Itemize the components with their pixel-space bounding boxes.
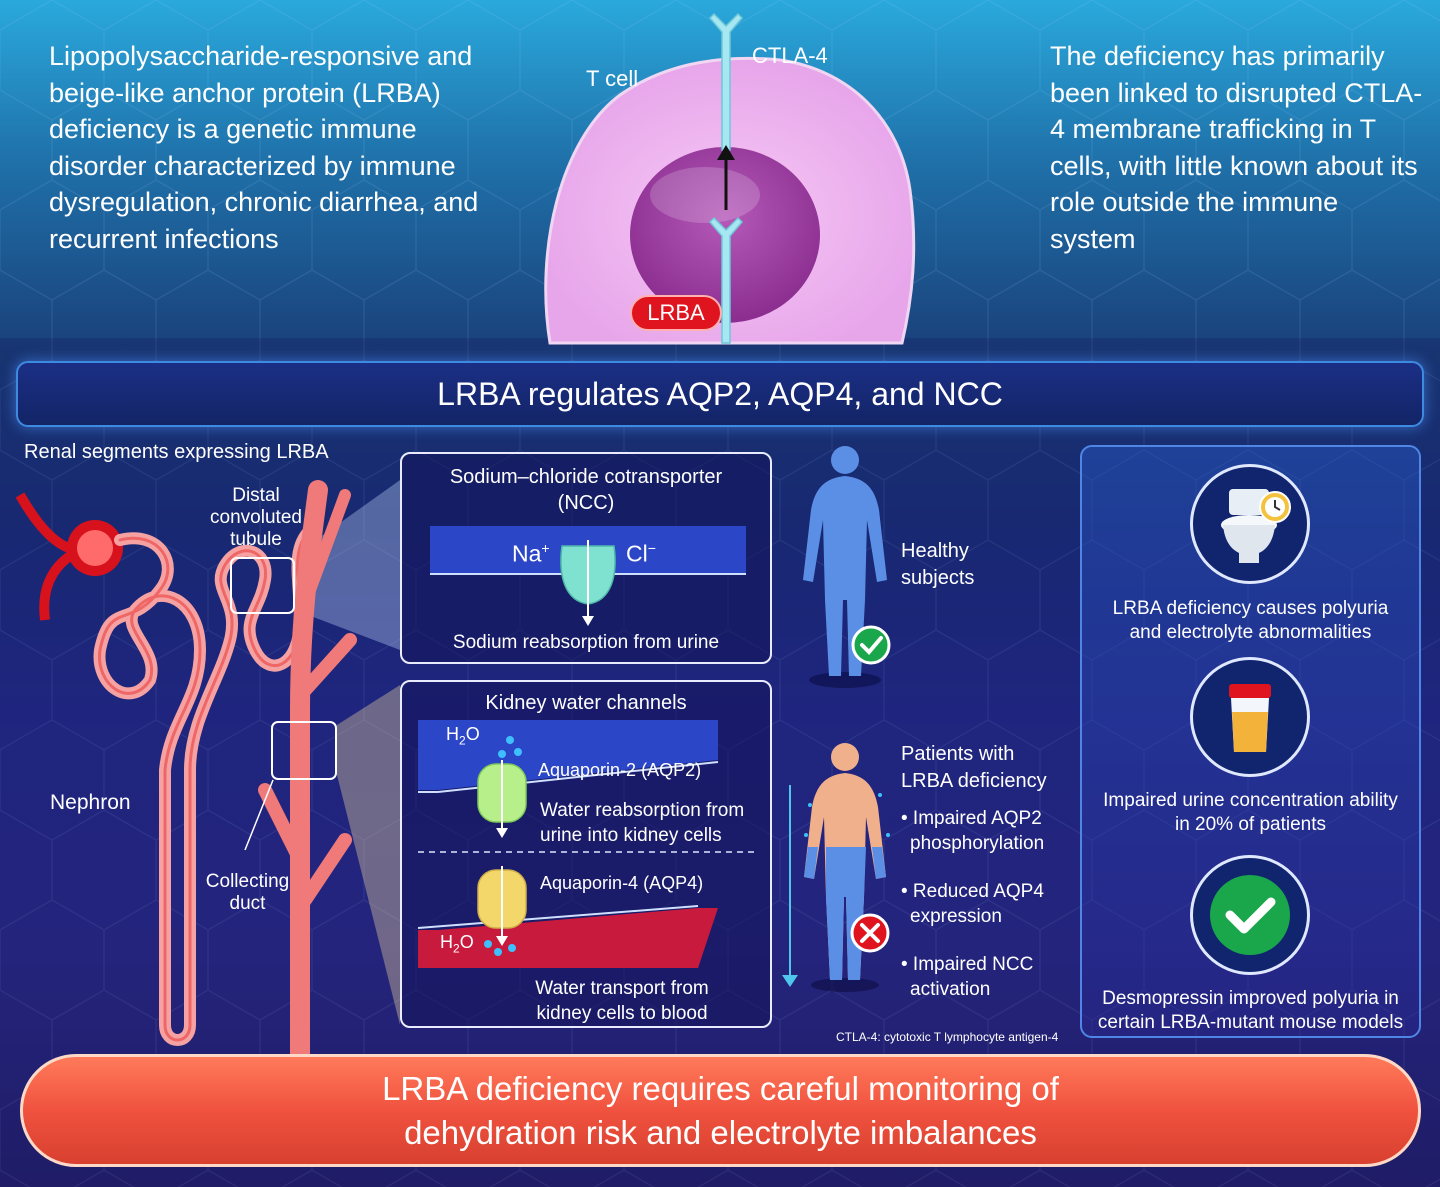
healthy-person-figure (803, 446, 891, 688)
bullet-aqp2: • Impaired AQP2 phosphorylation (901, 808, 1045, 854)
bullet-ncc: • Impaired NCC activation (901, 954, 1034, 1000)
aqp2-caption: Water reabsorption from urine into kidne… (540, 800, 745, 846)
basolateral-blood (418, 908, 718, 968)
h2o-label-aqp2: H2O (446, 724, 480, 748)
renal-segments-heading: Renal segments expressing LRBA (24, 441, 329, 463)
urine-cup-icon (1229, 684, 1271, 752)
nephron-illustration (15, 480, 400, 1055)
water-channels-title: Kidney water channels (485, 692, 687, 714)
urine-concentration-text: Impaired urine concentration ability in … (1103, 790, 1398, 835)
dct-highlight-box (230, 557, 295, 614)
ctla4-receptor-internal (708, 216, 744, 344)
toilet-circle (1190, 464, 1310, 584)
toilet-clock-icon (1221, 489, 1291, 563)
bullet-aqp4: • Reduced AQP4 expression (901, 881, 1044, 927)
aquaporin-illustration (418, 720, 758, 968)
nephron-label: Nephron (50, 791, 131, 814)
patient-person-figure (782, 743, 890, 992)
healthy-subjects-label: Healthy subjects (901, 540, 975, 589)
chloride-ion-label: Cl− (626, 540, 656, 567)
healthy-check-icon (851, 625, 891, 665)
ctla4-receptor-membrane (708, 12, 744, 151)
aqp4-label: Aquaporin-4 (AQP4) (540, 873, 704, 893)
h2o-label-aqp4: H2O (440, 932, 474, 956)
patients-label: Patients with LRBA deficiency (901, 743, 1047, 792)
t-cell-illustration (544, 12, 916, 345)
cd-zoom-beam (337, 685, 400, 1025)
sodium-ion-label: Na+ (512, 540, 550, 567)
aqp4-caption: Water transport from kidney cells to blo… (535, 978, 709, 1024)
lrba-badge: LRBA (630, 295, 722, 331)
dct-label: Distal convoluted tubule (210, 485, 302, 550)
renal-tubule (93, 524, 316, 1046)
desmopressin-text: Desmopressin improved polyuria in certai… (1097, 988, 1404, 1033)
check-circle (1190, 855, 1310, 975)
ctla4-label: CTLA-4 (752, 43, 828, 68)
ncc-panel: Sodium–chloride cotransporter (NCC) Na+ … (400, 452, 772, 664)
check-icon (1210, 875, 1290, 955)
water-channels-panel: Kidney water channels H2O Aquaporin-2 (A… (400, 680, 772, 1028)
aqp2-label: Aquaporin-2 (AQP2) (538, 760, 702, 780)
dct-zoom-beam (295, 480, 400, 650)
outcomes-panel: LRBA deficiency causes polyuria and elec… (1080, 445, 1421, 1038)
t-cell-label: T cell (586, 66, 639, 91)
polyuria-text: LRBA deficiency causes polyuria and elec… (1112, 598, 1389, 643)
footnote: CTLA-4: cytotoxic T lymphocyte antigen-4 (836, 1030, 1059, 1044)
ncc-title: Sodium–chloride cotransporter (NCC) (449, 466, 723, 514)
title-bar: LRBA regulates AQP2, AQP4, and NCC (16, 361, 1424, 427)
conclusion-banner: LRBA deficiency requires careful monitor… (20, 1054, 1421, 1167)
urine-circle (1190, 657, 1310, 777)
ncc-caption: Sodium reabsorption from urine (452, 632, 720, 653)
ncc-membrane-illustration (430, 526, 746, 626)
collecting-duct-label: Collecting duct (205, 871, 290, 914)
cd-highlight-box (271, 721, 337, 780)
intro-left-text: Lipopolysaccharide-responsive and beige-… (49, 41, 479, 254)
intro-right-text: The deficiency has primarily been linked… (1050, 41, 1423, 254)
